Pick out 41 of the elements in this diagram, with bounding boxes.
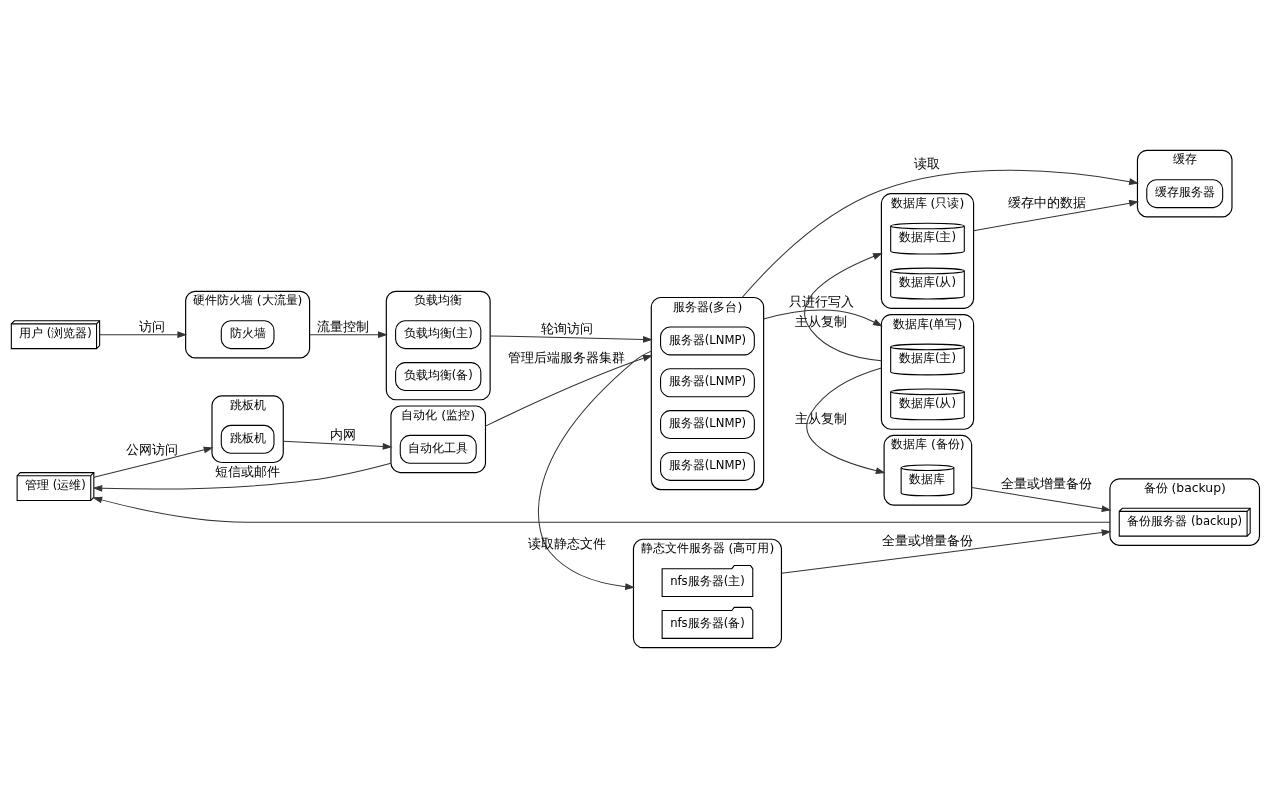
edge-label: 轮询访问 xyxy=(540,320,593,336)
node-box: 负载均衡(备) xyxy=(395,362,482,392)
edge-label: 读取静态文件 xyxy=(527,535,606,551)
node-box: 自动化工具 xyxy=(399,434,477,464)
arrow xyxy=(971,486,1112,513)
arrow xyxy=(92,496,1111,523)
arrow xyxy=(93,446,214,478)
edge-label: 全量或增量备份 xyxy=(1001,475,1093,491)
arrow xyxy=(780,529,1112,574)
node-box: 缓存服务器 xyxy=(1146,179,1224,209)
edge-label: 流量控制 xyxy=(316,318,369,334)
edge-label: 短信或邮件 xyxy=(215,464,281,480)
edge-label: 只进行写入 xyxy=(788,294,854,310)
arrow xyxy=(973,199,1139,232)
arrow xyxy=(741,169,1139,298)
node-box: 服务器(LNMP) xyxy=(660,410,755,440)
arrow xyxy=(763,309,883,327)
arrow xyxy=(806,367,886,474)
edge-label: 主从复制 xyxy=(795,314,848,330)
arrow xyxy=(489,335,653,343)
edge-label: 主从复制 xyxy=(795,411,848,427)
arrow xyxy=(92,462,392,492)
node-box: 负载均衡(主) xyxy=(395,320,482,350)
node-box: 服务器(LNMP) xyxy=(660,451,755,481)
edge-label: 内网 xyxy=(329,426,356,442)
edge-label: 读取 xyxy=(914,155,941,171)
edge-label: 全量或增量备份 xyxy=(881,533,973,549)
node-box: 防火墙 xyxy=(220,320,275,350)
arrow xyxy=(804,252,883,362)
arrow xyxy=(484,355,653,427)
arrow xyxy=(282,440,393,450)
node-box: 服务器(LNMP) xyxy=(660,326,755,356)
node-box: 跳板机 xyxy=(220,424,275,454)
edge-label: 管理后端服务器集群 xyxy=(508,350,626,366)
arrow xyxy=(99,331,188,339)
node-box: 服务器(LNMP) xyxy=(660,368,755,398)
edge-label: 公网访问 xyxy=(126,441,179,457)
edge-label: 缓存中的数据 xyxy=(1007,195,1086,211)
arrow xyxy=(309,331,388,339)
arrow xyxy=(538,350,652,591)
edge-label: 访问 xyxy=(139,318,166,334)
